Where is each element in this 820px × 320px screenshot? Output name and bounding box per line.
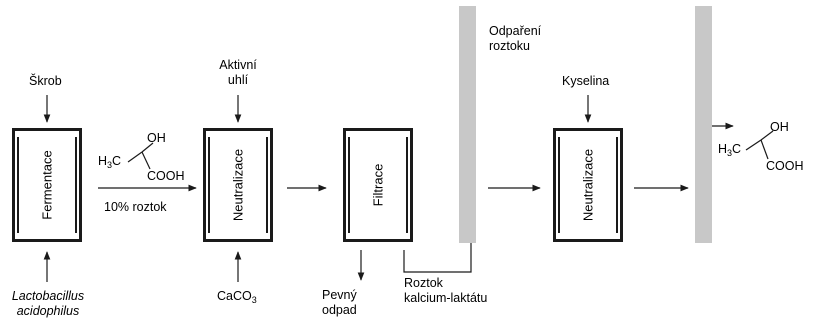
neutralizace-box-1: Neutralizace	[203, 128, 273, 242]
filtrace-box: Filtrace	[343, 128, 413, 242]
caco3-label: CaCO3	[217, 289, 257, 305]
odpareni-label: Odpaření roztoku	[489, 24, 542, 53]
filtrace-label: Filtrace	[370, 163, 386, 207]
organism-label: Lactobacillus acidophilus	[11, 289, 85, 318]
aktivni-uhli-label: Aktivní uhlí	[219, 58, 257, 87]
kyselina-label: Kyselina	[562, 74, 610, 88]
pevny-odpad-label: Pevný odpad	[322, 288, 357, 317]
filtrate-line	[403, 243, 472, 273]
skrob-label: Škrob	[29, 74, 62, 88]
evaporator-bar-2	[695, 6, 712, 243]
fermentace-label: Fermentace	[39, 150, 55, 220]
ten-percent-solution-label: 10% roztok	[104, 200, 167, 214]
neutralizace-box-2: Neutralizace	[553, 128, 623, 242]
roztok-label: Roztok kalcium-laktátu	[404, 276, 488, 305]
evaporator-bar-1	[459, 6, 476, 243]
fermentace-box: Fermentace	[12, 128, 82, 242]
neutralizace-label-1: Neutralizace	[230, 148, 246, 222]
neutralizace-label-2: Neutralizace	[580, 148, 596, 222]
